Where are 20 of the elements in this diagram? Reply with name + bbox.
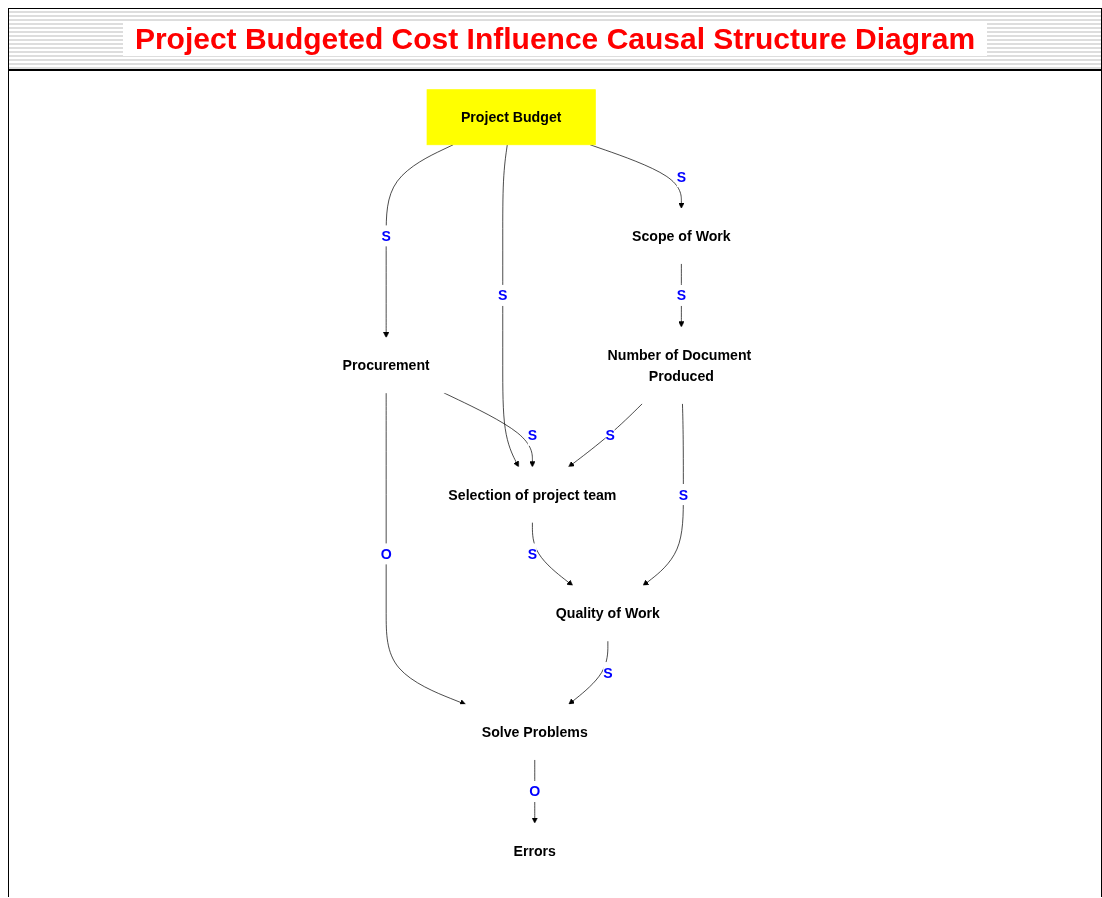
- node-text: Solve Problems: [481, 724, 588, 740]
- edge-label: S: [602, 664, 613, 681]
- node-text: Procurement: [342, 357, 430, 374]
- edge-label: S: [527, 546, 537, 562]
- node-text: Errors: [513, 843, 556, 859]
- node-text: Selection of project team: [447, 486, 617, 503]
- edge-label: S: [676, 287, 686, 304]
- node-box: Project Budget: [426, 89, 596, 146]
- edge-label: S: [605, 427, 615, 444]
- edge-label: O: [528, 783, 540, 800]
- diagram-title: Project Budgeted Cost Influence Causal Structure Diagram: [122, 22, 988, 56]
- node-text: Scope of Work: [631, 228, 731, 244]
- edge-label: S: [381, 228, 391, 244]
- node-text: Quality of Work: [555, 605, 660, 622]
- node-text: Number of Document Produced: [607, 346, 751, 384]
- edge-label: O: [380, 546, 392, 562]
- edge-label: S: [676, 168, 686, 185]
- edge-label: S: [527, 427, 537, 444]
- edge-label: S: [678, 486, 688, 503]
- edge-label: S: [497, 287, 508, 304]
